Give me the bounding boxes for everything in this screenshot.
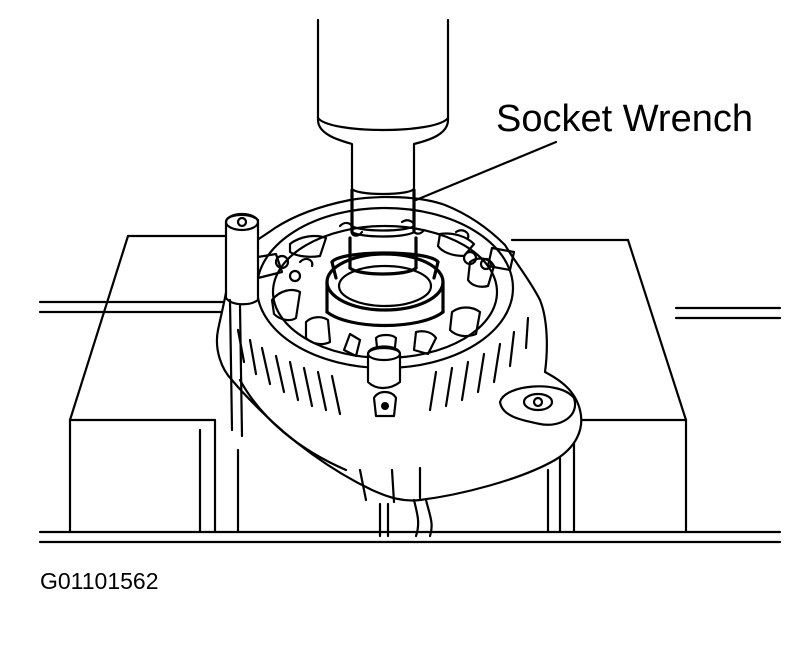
callout-leader: [414, 140, 558, 202]
socket-wrench-label: Socket Wrench: [496, 98, 753, 140]
socket-wrench: [316, 18, 450, 280]
bench-fixture: [38, 234, 782, 544]
alternator-body: [215, 195, 583, 538]
figure-id-code: G01101562: [40, 568, 159, 594]
